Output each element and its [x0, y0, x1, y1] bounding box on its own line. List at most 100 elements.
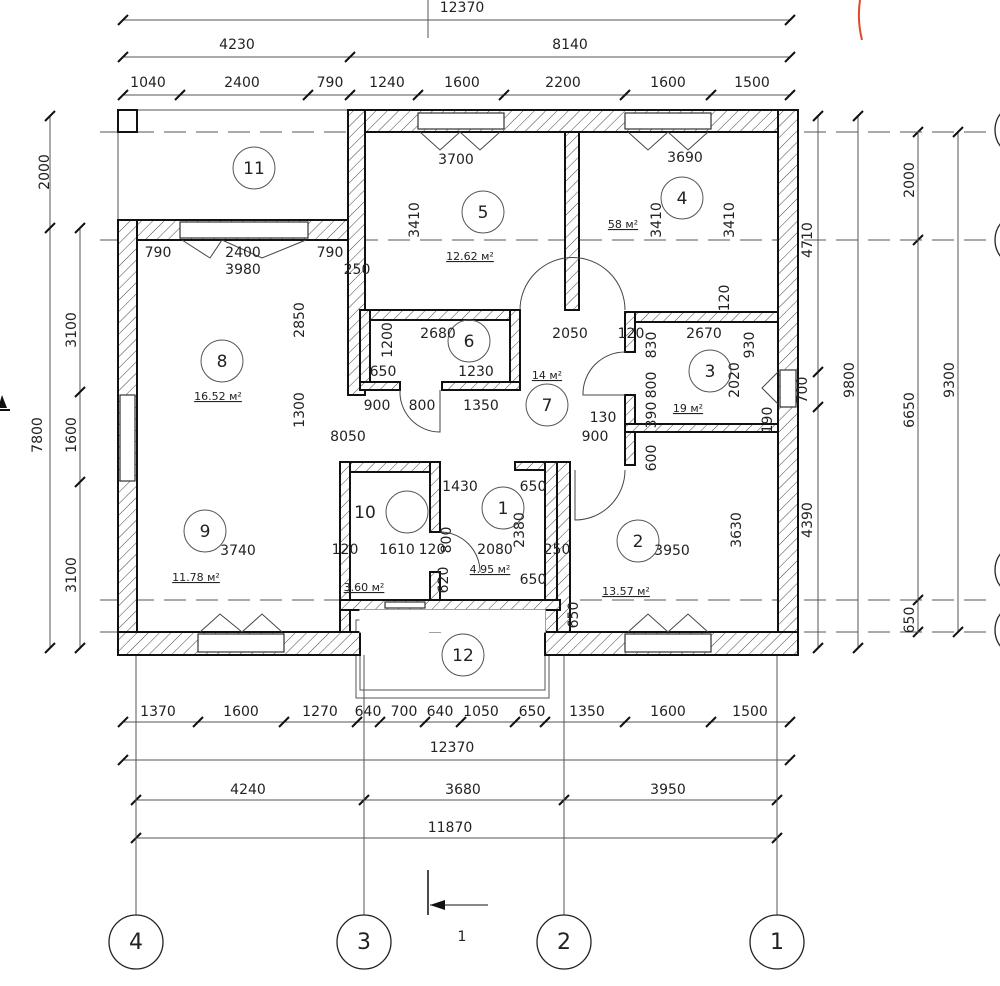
room-number-circle — [525, 383, 569, 427]
dimension-tick — [784, 14, 796, 26]
room-6: 6 — [447, 319, 491, 363]
dimension-label: 4240 — [230, 782, 266, 798]
room-4: 458 м² — [608, 176, 704, 231]
dimension-label: 2050 — [552, 326, 588, 342]
dimension-tick — [351, 716, 363, 728]
room-number: 6 — [464, 332, 475, 352]
dimension-tick — [44, 110, 56, 122]
dimension-tick — [374, 716, 386, 728]
dimension-label: 1350 — [463, 398, 499, 414]
dimension-label: 1240 — [369, 75, 405, 91]
dimension-label: 640 — [427, 704, 454, 720]
dimension-label: 800 — [409, 398, 436, 414]
dimension-label: 650 — [520, 572, 547, 588]
room-area: 16.52 м² — [194, 390, 242, 403]
dimension-tick — [344, 51, 356, 63]
dimension-tick — [784, 89, 796, 101]
room-number-circle — [660, 176, 704, 220]
axis-circle-partial — [994, 223, 1000, 257]
dimension-label: 620 — [436, 567, 452, 594]
axis-markers: 4 3 2 1 1 — [0, 113, 1000, 970]
dimension-tick — [74, 476, 86, 488]
dimension-tick — [952, 126, 964, 138]
dimension-tick — [852, 110, 864, 122]
axis-circle-partial — [994, 613, 1000, 647]
dimension-label: 190 — [760, 407, 776, 434]
axis-bubble-1: 1 — [749, 914, 805, 970]
dimension-label: 2000 — [37, 154, 53, 190]
room-number-circle — [461, 190, 505, 234]
axis-circle — [336, 914, 392, 970]
room-number-circle — [481, 486, 525, 530]
dimension-label: 3410 — [649, 202, 665, 238]
dimension-label: 650 — [370, 364, 397, 380]
red-annotation-mark — [857, 0, 863, 41]
dimension-tick — [74, 222, 86, 234]
dimension-label: 1610 — [379, 542, 415, 558]
dimension-label: 800 — [439, 527, 455, 554]
dimension-label: 3100 — [64, 557, 80, 593]
room-number-circle — [385, 490, 429, 534]
dimension-label: 2380 — [512, 512, 528, 548]
dimension-label: 1500 — [734, 75, 770, 91]
section-arrow-left — [0, 395, 7, 408]
room-number: 5 — [478, 203, 489, 223]
room-number: 9 — [200, 522, 211, 542]
dimension-label: 9300 — [942, 362, 958, 398]
dimension-tick — [784, 51, 796, 63]
room-area: 12.62 м² — [446, 250, 494, 263]
dimension-label: 1200 — [380, 322, 396, 358]
dimension-label: 1050 — [463, 704, 499, 720]
dimension-label: 6650 — [902, 392, 918, 428]
room-number-circle — [441, 633, 485, 677]
dimension-tick — [705, 89, 717, 101]
dimension-label: 11870 — [428, 820, 473, 836]
dimension-label: 790 — [317, 75, 344, 91]
dimension-tick — [812, 110, 824, 122]
dimension-label: 1600 — [444, 75, 480, 91]
axis-circle-partial — [994, 113, 1000, 147]
room-7: 714 м² — [525, 369, 569, 427]
dimension-label: 8050 — [330, 429, 366, 445]
dimension-label: 830 — [644, 332, 660, 359]
room-area: 13.57 м² — [602, 585, 650, 598]
dimension-label: 4230 — [219, 37, 255, 53]
dimension-label: 3100 — [64, 312, 80, 348]
dimension-tick — [952, 626, 964, 638]
dimension-tick — [852, 642, 864, 654]
section-arrow-head — [430, 900, 445, 910]
room-number: 2 — [633, 532, 644, 552]
dimension-label: 8140 — [552, 37, 588, 53]
dimension-label: 3680 — [445, 782, 481, 798]
dimension-tick — [192, 716, 204, 728]
dimension-label: 3410 — [407, 202, 423, 238]
axis-circle — [536, 914, 592, 970]
dimension-tick — [117, 754, 129, 766]
dimension-label: 120 — [717, 285, 733, 312]
dimension-label: 650 — [519, 704, 546, 720]
dimension-tick — [812, 366, 824, 378]
room-area: 4.95 м² — [470, 563, 511, 576]
dimension-label: 12370 — [440, 0, 485, 16]
dimension-label: 1270 — [302, 704, 338, 720]
dimension-tick — [44, 222, 56, 234]
dimension-label: 130 — [590, 410, 617, 426]
dimension-label: 4390 — [800, 502, 816, 538]
room-number: 3 — [705, 362, 716, 382]
dimension-label: 1500 — [732, 704, 768, 720]
dimension-label: 1300 — [292, 392, 308, 428]
room-number: 12 — [452, 646, 474, 666]
dimension-tick — [412, 89, 424, 101]
section-label: 1 — [458, 929, 467, 945]
dimension-label: 2670 — [686, 326, 722, 342]
dimension-label: 700 — [795, 377, 811, 404]
dimension-label: 3410 — [722, 202, 738, 238]
dimension-label: 640 — [355, 704, 382, 720]
room-number: 8 — [217, 352, 228, 372]
axis-label: 4 — [129, 930, 143, 955]
dimension-label: 2680 — [420, 326, 456, 342]
axis-circle-partial — [994, 553, 1000, 587]
dimension-label: 7800 — [30, 417, 46, 453]
axis-label: 3 — [357, 930, 371, 955]
